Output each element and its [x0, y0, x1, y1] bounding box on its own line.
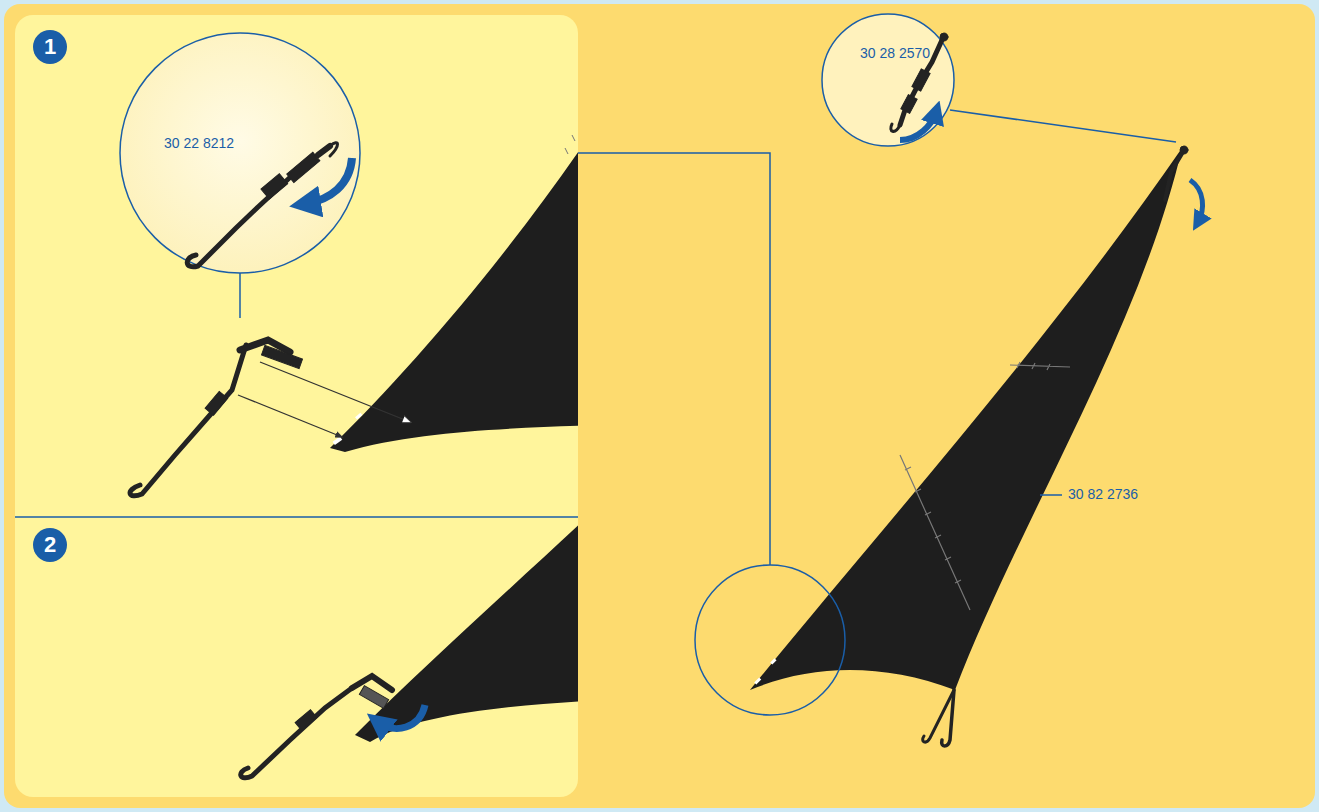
step-number: 2: [33, 528, 67, 562]
turn-arrow: [305, 158, 352, 204]
turn-arrow: [1190, 180, 1203, 222]
zoom-circle: [822, 14, 954, 146]
part-number: 30 28 2570: [858, 46, 932, 61]
part-number: 30 22 8212: [162, 136, 236, 151]
sail-closeup: [355, 519, 578, 742]
turn-arrow: [378, 705, 425, 728]
step-number-text: 2: [44, 534, 56, 556]
step-number: 1: [33, 30, 67, 64]
tensioner-part: [241, 676, 392, 778]
step-number-text: 1: [44, 36, 56, 58]
sail-closeup: [330, 120, 578, 452]
part-number: 30 82 2736: [1066, 487, 1140, 502]
leader-line: [950, 110, 1176, 142]
leader-line: [1040, 494, 1062, 496]
leader-line: [239, 273, 241, 318]
page-ground: [4, 4, 1315, 808]
turn-arrow: [900, 112, 936, 140]
insert-arrow: [238, 395, 342, 437]
step-divider: [15, 516, 578, 518]
sail: [750, 148, 1182, 690]
zoom-circle: [695, 565, 845, 715]
zoom-circle: [120, 33, 360, 273]
tensioner-part: [923, 146, 1188, 746]
tensioner-part: [130, 340, 302, 496]
leader-line: [578, 153, 770, 565]
